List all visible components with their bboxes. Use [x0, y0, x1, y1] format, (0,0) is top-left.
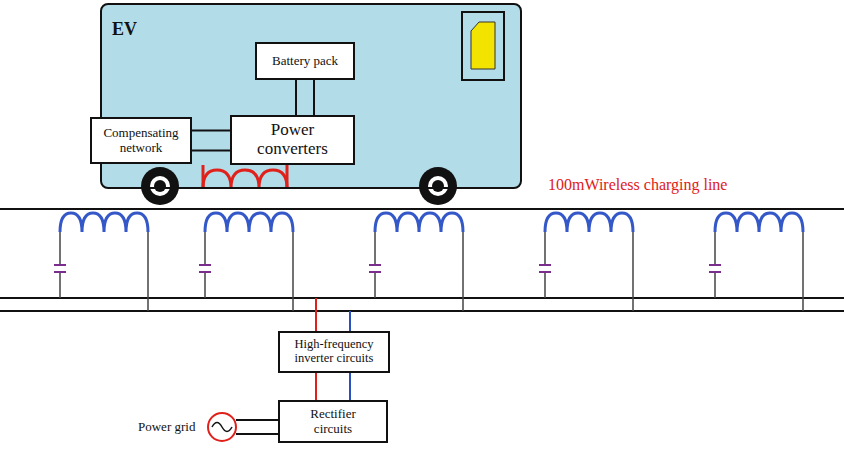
double-wire [296, 80, 314, 115]
rectifier-box: Rectifier circuits [278, 400, 388, 443]
card-chip [471, 22, 495, 69]
battery-box: Battery pack [255, 42, 355, 80]
coil-symbol [539, 213, 633, 311]
grid-wire [236, 433, 278, 435]
box-label: High-frequency inverter circuits [284, 338, 384, 366]
transmitter-coils [54, 213, 803, 311]
road-line [0, 208, 844, 210]
line-caption: 100mWireless charging line [548, 176, 727, 194]
feed-wire [349, 311, 351, 331]
coil-symbol [199, 213, 293, 311]
converter-box: Power converters [230, 115, 355, 165]
box-label: Compensating network [96, 126, 186, 155]
bus-line [0, 297, 844, 299]
box-label: Rectifier circuits [294, 407, 372, 436]
double-wire [192, 131, 230, 151]
grid-wire [236, 419, 278, 421]
node-heading: EV [112, 19, 137, 40]
ac-source-symbol [208, 413, 236, 441]
feed-wire [315, 298, 317, 331]
box-label: Power converters [248, 121, 338, 158]
sine-wave [212, 423, 232, 432]
compensation-box: Compensating network [90, 117, 192, 164]
source-label: Power grid [138, 419, 195, 435]
receiver-coil [203, 165, 287, 188]
card-icon [462, 12, 504, 80]
wheel [419, 167, 457, 205]
double-wire [316, 373, 350, 400]
coil-symbol [54, 213, 148, 311]
bus-line [0, 310, 844, 312]
inverter-box: High-frequency inverter circuits [278, 331, 390, 373]
vehicle-body: EVBattery packCompensating networkPower … [100, 3, 522, 189]
box-label: Battery pack [272, 54, 338, 68]
coil-symbol [709, 213, 803, 311]
wheel [141, 167, 179, 205]
coil-symbol [369, 213, 463, 311]
